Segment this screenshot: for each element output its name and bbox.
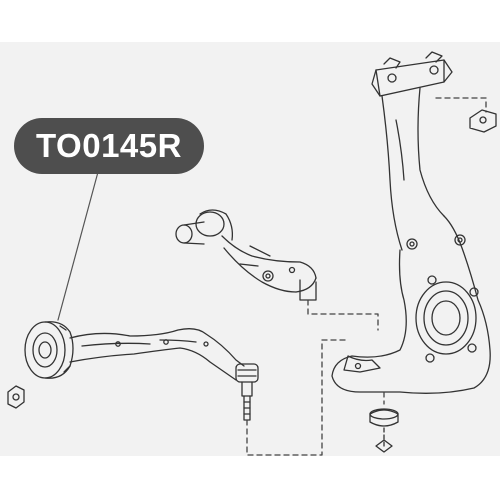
callout-leader-line [57, 171, 99, 321]
nut-left [7, 385, 25, 409]
ball-joint [235, 363, 259, 421]
part-number-callout: TO0145R [14, 118, 204, 174]
dashed-leader-balljoint [246, 339, 349, 456]
drawing-background [0, 42, 500, 456]
steering-knuckle [331, 51, 491, 394]
upper-arm-bracket [175, 209, 317, 301]
lower-control-arm [24, 321, 259, 421]
dashed-leader-top [435, 97, 487, 113]
arm-bushing [24, 321, 74, 379]
nut-top-right [469, 109, 497, 133]
nut-bottom [369, 408, 399, 453]
dashed-leader-upperarm [307, 299, 379, 331]
